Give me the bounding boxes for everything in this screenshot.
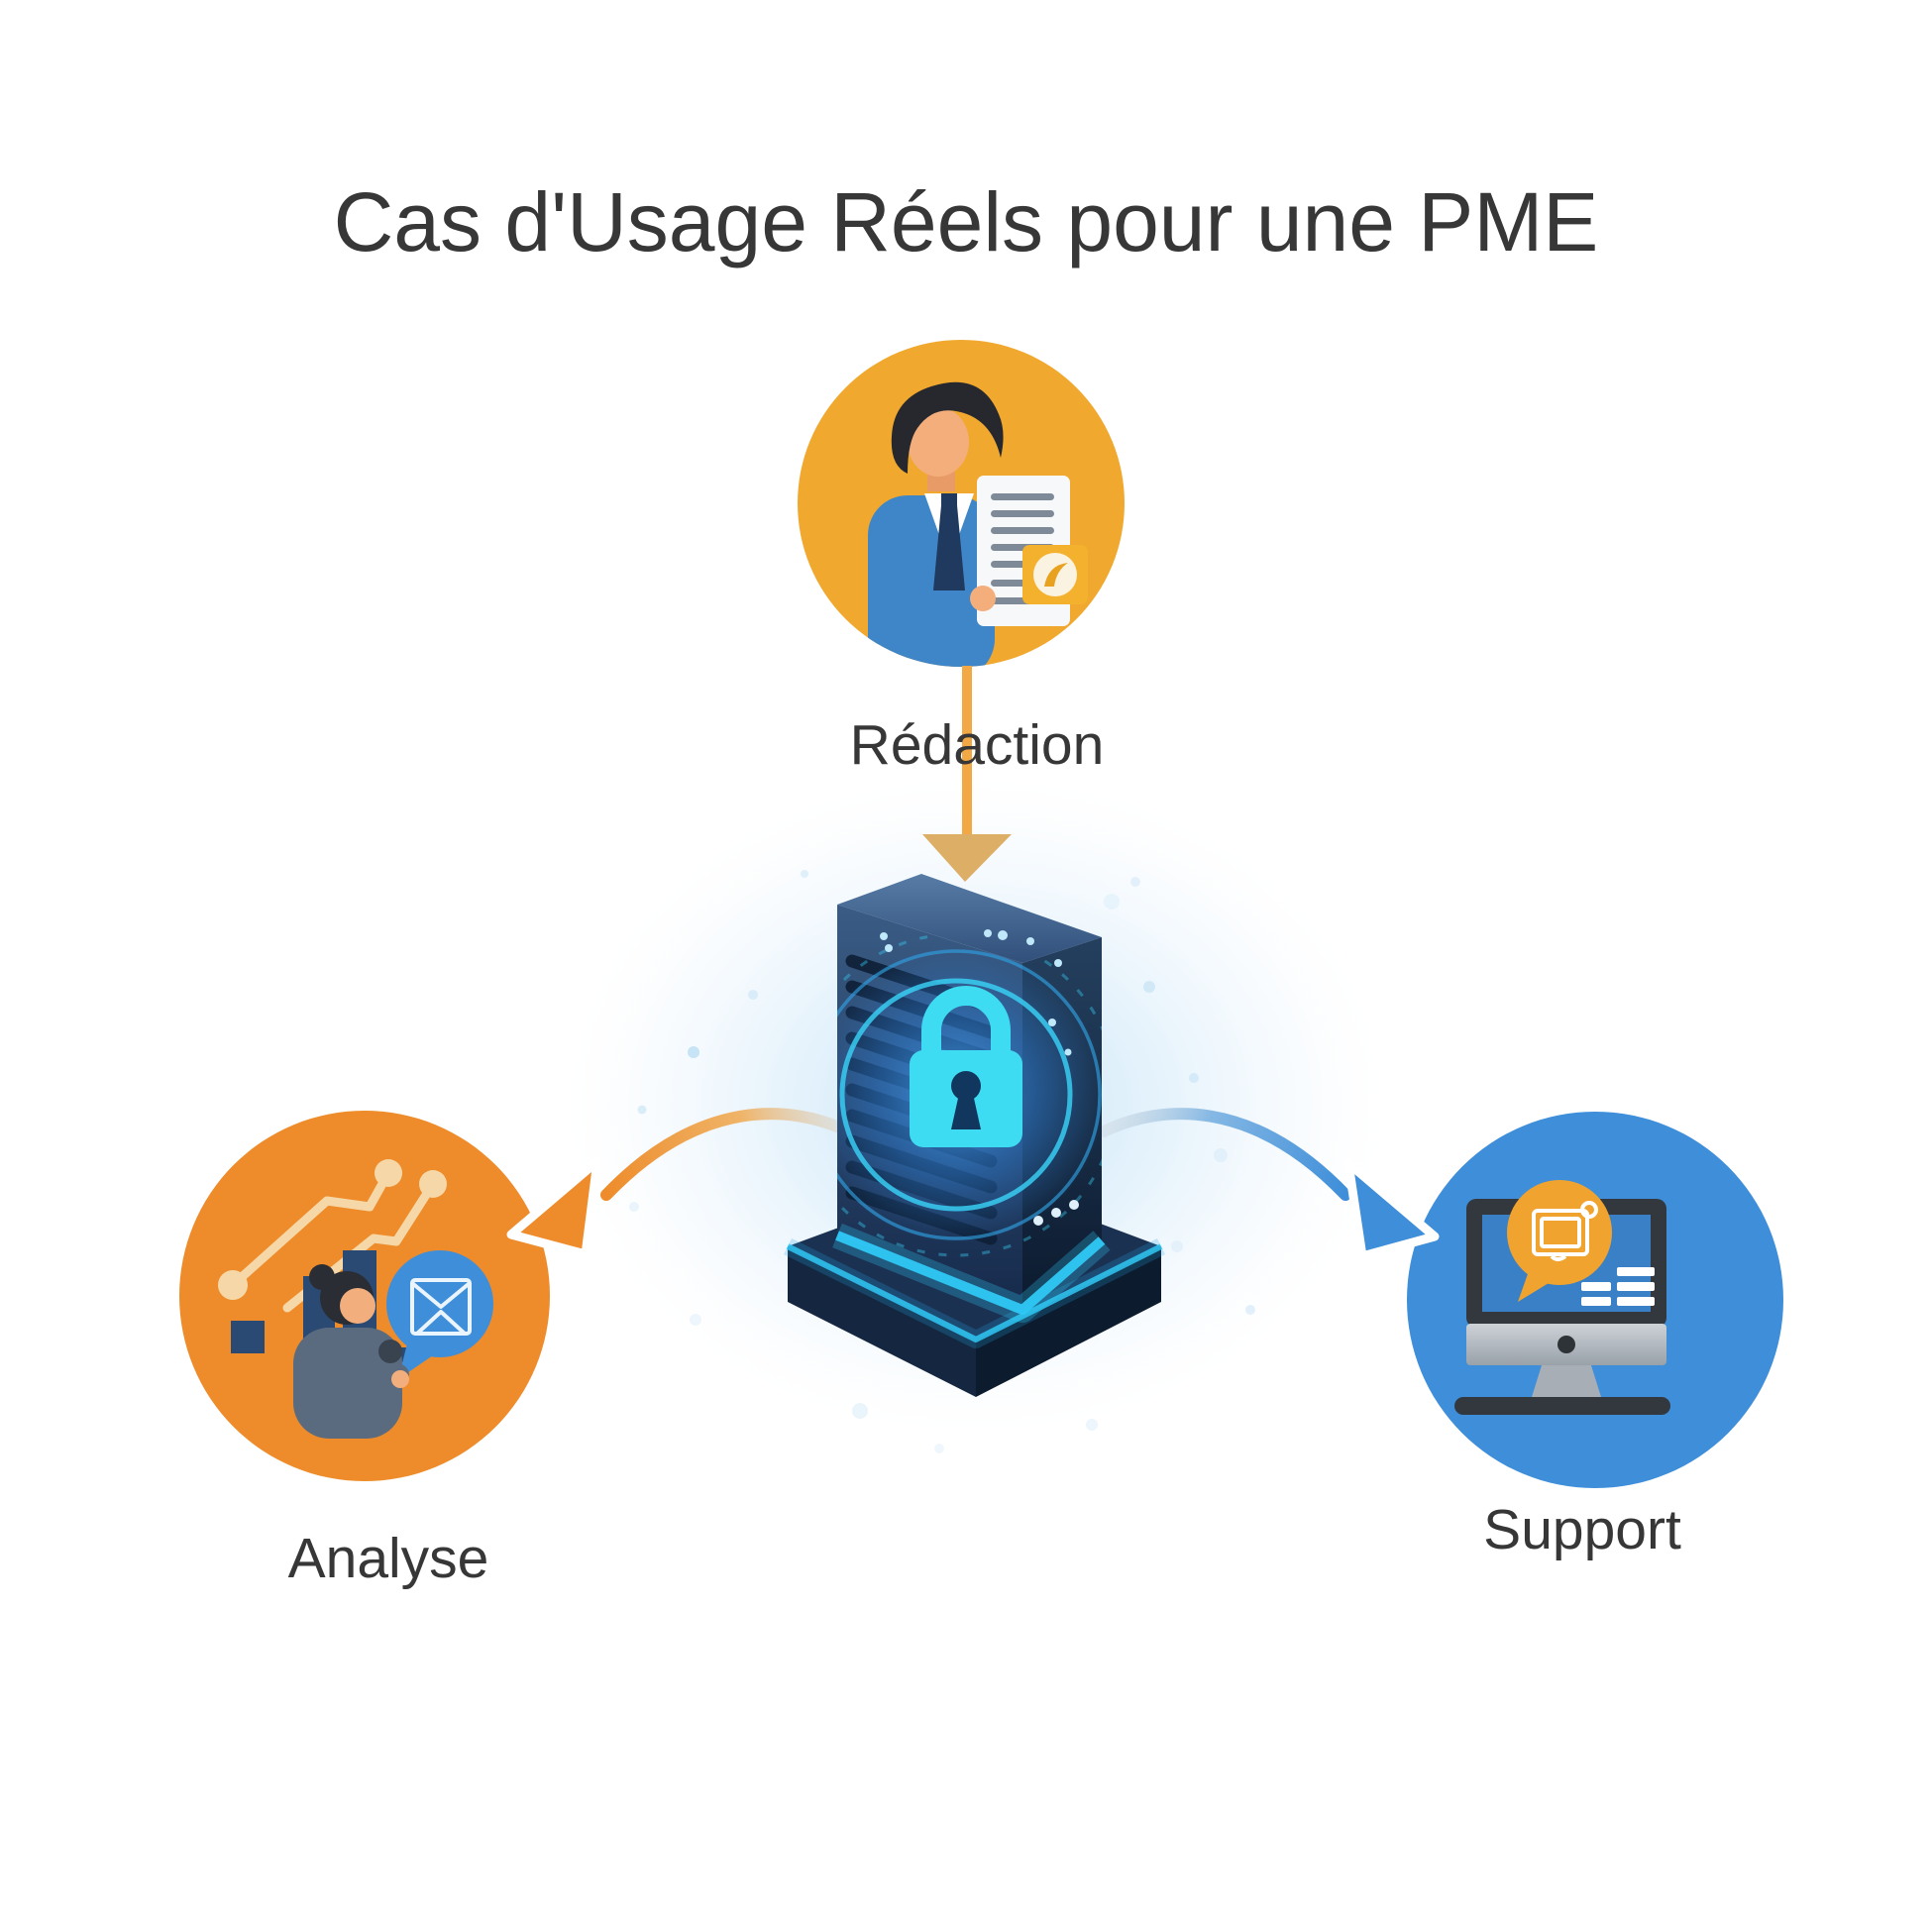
particles [629,870,1255,1453]
businessman-document-icon [868,381,1088,667]
desktop-monitor-chat-icon [1454,1180,1670,1415]
arrow-redaction-to-server [922,666,1012,882]
label-analyse: Analyse [287,1527,489,1590]
padlock-icon [910,986,1022,1147]
analyst-person [293,1264,409,1439]
arrowhead-to-analyse [506,1156,602,1259]
node-redaction [798,340,1125,667]
arrowhead-to-support [1343,1158,1440,1261]
node-support [1407,1112,1783,1488]
label-support: Support [1483,1498,1681,1561]
arrow-server-to-support [1098,1108,1351,1201]
page-title: Cas d'Usage Réels pour une PME [333,175,1599,268]
equalizer-bars-icon [1581,1267,1655,1306]
secure-server-illustration [784,874,1166,1397]
server-face-dots [880,929,1079,1226]
line-chart-dots [218,1159,447,1300]
server-base-left [788,1246,976,1397]
badge-check-icon [1022,545,1088,604]
label-redaction: Rédaction [849,713,1105,777]
server-base-right [976,1246,1161,1397]
speech-bubble-mail-icon [386,1250,493,1379]
server-top-face [837,874,1102,963]
arrow-server-to-analyse [600,1108,854,1201]
chat-bubble-icon [1507,1180,1612,1302]
node-analyse [179,1111,550,1481]
analytics-person-chart-icon [218,1159,493,1439]
